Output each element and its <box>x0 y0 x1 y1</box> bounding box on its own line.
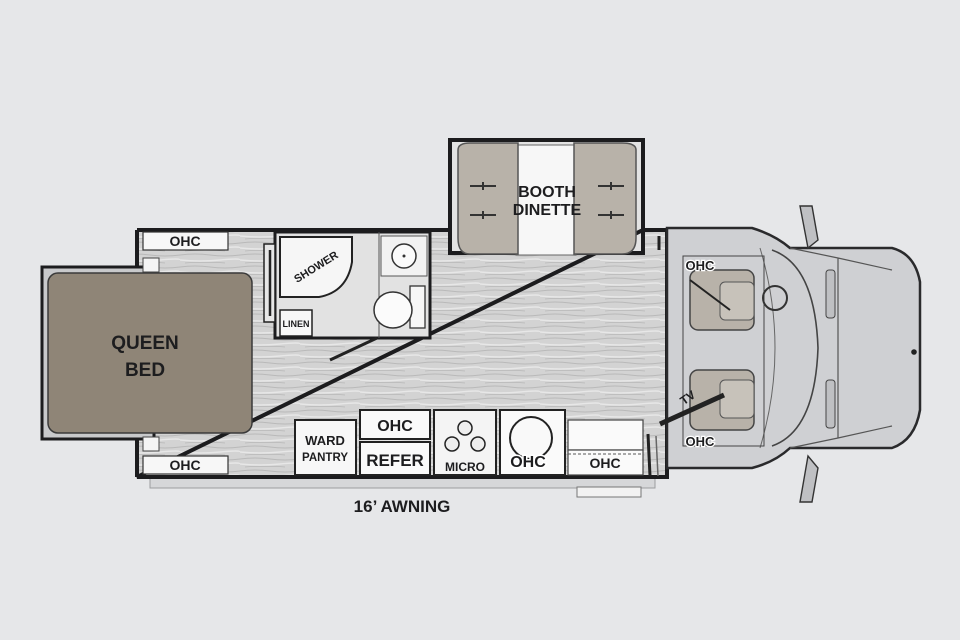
cab-hood-lines <box>789 247 893 449</box>
passenger-seat-back <box>719 379 755 419</box>
ohc-bed-bottom-label: OHC <box>169 457 200 473</box>
burner-3 <box>470 436 486 452</box>
toilet-bowl <box>373 291 413 329</box>
entry-door <box>646 433 652 477</box>
seatbelt-right-top <box>598 182 624 190</box>
queen-bed-label-1: QUEEN <box>111 333 179 354</box>
entry-door-2 <box>655 435 659 477</box>
booth-seat-right <box>573 142 637 255</box>
bath-sink-drain <box>402 254 406 258</box>
galley-counter <box>567 419 644 451</box>
bed-nightstand-top <box>142 257 160 273</box>
entry-step <box>576 486 642 498</box>
hood-vent-2 <box>825 379 836 429</box>
ohc-bed-bottom-cabinet <box>142 455 229 475</box>
seatbelt-left-top <box>470 182 496 190</box>
dinette-table <box>515 144 577 256</box>
coach-walls <box>136 228 669 479</box>
ohc-cab-top-label: OHC <box>686 258 716 273</box>
pantry-label: PANTRY <box>302 452 348 464</box>
ward-label: WARD <box>305 433 345 448</box>
bath-door-swing <box>329 336 378 362</box>
seatbelt-driver <box>689 279 731 311</box>
hood-vent <box>825 269 836 319</box>
mirror-bottom <box>799 454 819 503</box>
refer-label: REFER <box>366 451 424 470</box>
linen-cabinet <box>279 309 313 337</box>
booth-seat-left <box>457 142 519 255</box>
queen-bed-label-2: BED <box>125 360 165 381</box>
dash-line <box>759 247 776 449</box>
ohc-bed-top-cabinet <box>142 231 229 251</box>
awning-label: 16’ AWNING <box>354 497 451 516</box>
burner-1 <box>457 420 473 436</box>
ohc-over-refer-cabinet <box>359 409 431 440</box>
tv-mount <box>658 392 726 427</box>
fuel-cap <box>911 349 917 355</box>
micro-label: MICRO <box>445 460 485 474</box>
windshield <box>771 249 819 447</box>
dinette-label: DINETTE <box>513 202 582 219</box>
ohc-cab-bottom-label: OHC <box>686 434 716 449</box>
burner-2 <box>444 436 460 452</box>
refrigerator <box>359 441 431 476</box>
steering-wheel <box>762 285 788 311</box>
seatbelt-left-bottom <box>470 211 496 219</box>
queen-bed <box>47 272 253 434</box>
ohc-sink-label: OHC <box>510 454 546 471</box>
ohc-bed-top-label: OHC <box>169 233 200 249</box>
galley-sink <box>509 416 553 460</box>
ward-pantry-cabinet <box>294 419 357 476</box>
ohc-counter-label: OHC <box>589 455 620 471</box>
bed-nightstand-bottom <box>142 436 160 452</box>
ohc-over-refer-label: OHC <box>377 418 413 435</box>
mirror-top <box>799 205 819 250</box>
booth-label: BOOTH <box>518 184 576 201</box>
driver-seat-back <box>719 281 755 321</box>
shower-stall <box>279 236 353 298</box>
linen-label: LINEN <box>283 319 310 329</box>
cab-ohc-frame <box>682 255 765 447</box>
seatbelt-right-bottom <box>598 211 624 219</box>
